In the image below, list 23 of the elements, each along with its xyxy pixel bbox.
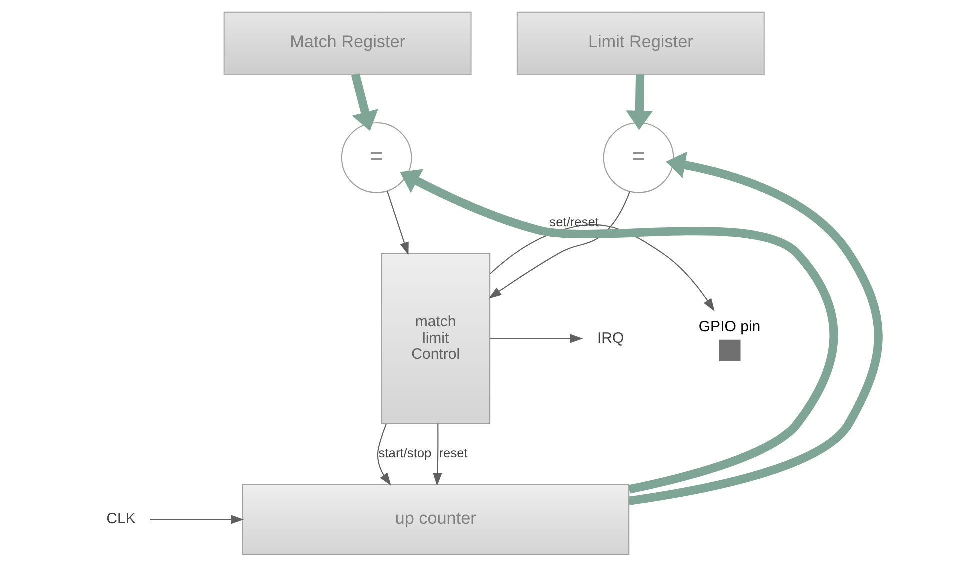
node-box	[719, 340, 741, 362]
arrow	[150, 515, 244, 524]
arrow	[377, 424, 392, 486]
node-box: up counter	[242, 484, 630, 556]
arrow	[386, 191, 409, 256]
edge-label: reset	[439, 446, 468, 461]
arrow	[351, 74, 378, 132]
node-box: match limit Control	[381, 253, 491, 424]
node-text: IRQ	[597, 330, 624, 347]
arrow	[488, 192, 630, 299]
edge-label: set/reset	[550, 214, 600, 230]
arrow	[490, 334, 584, 344]
arrow	[400, 169, 838, 494]
arrow	[433, 424, 442, 486]
arrow	[626, 74, 654, 130]
edge-label: start/stop	[378, 446, 432, 461]
node-box: Limit Register	[516, 12, 765, 76]
arrow	[628, 152, 883, 506]
node-circle: =	[341, 122, 412, 194]
node-box: Match Register	[224, 12, 472, 76]
node-text: CLK	[106, 510, 136, 528]
node-circle: =	[603, 122, 674, 194]
node-label: GPIO pin	[698, 318, 761, 336]
